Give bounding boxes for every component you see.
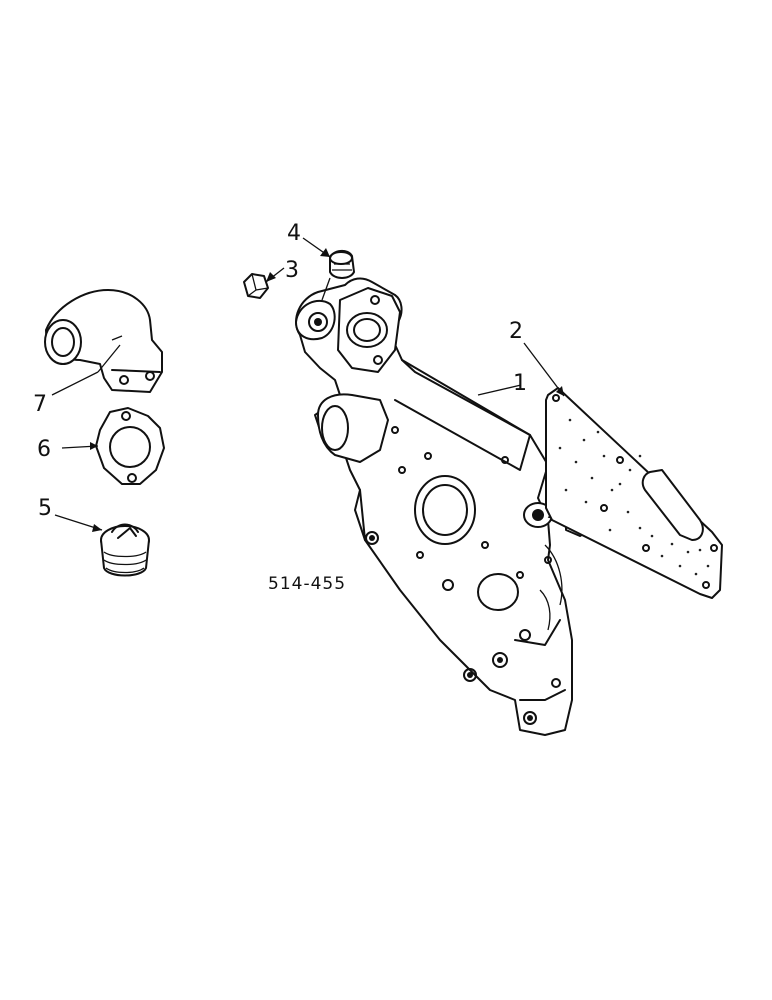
callout-4: 4 <box>287 221 301 246</box>
callout-7: 7 <box>33 392 47 417</box>
gasket-part-2 <box>545 387 723 599</box>
callout-2: 2 <box>509 319 523 344</box>
elbow-part-7 <box>44 289 163 393</box>
arrowheads <box>90 248 564 532</box>
housing-part-1 <box>295 277 573 736</box>
callout-5: 5 <box>38 496 52 521</box>
gasket-part-6 <box>95 407 165 485</box>
thermostat-part-5 <box>100 523 150 577</box>
callout-3: 3 <box>285 258 299 283</box>
plug-part-3 <box>243 273 269 299</box>
callout-6: 6 <box>37 437 51 462</box>
plug-part-4 <box>321 250 355 301</box>
callout-1: 1 <box>513 371 527 396</box>
reference-number: 514-455 <box>268 574 346 594</box>
